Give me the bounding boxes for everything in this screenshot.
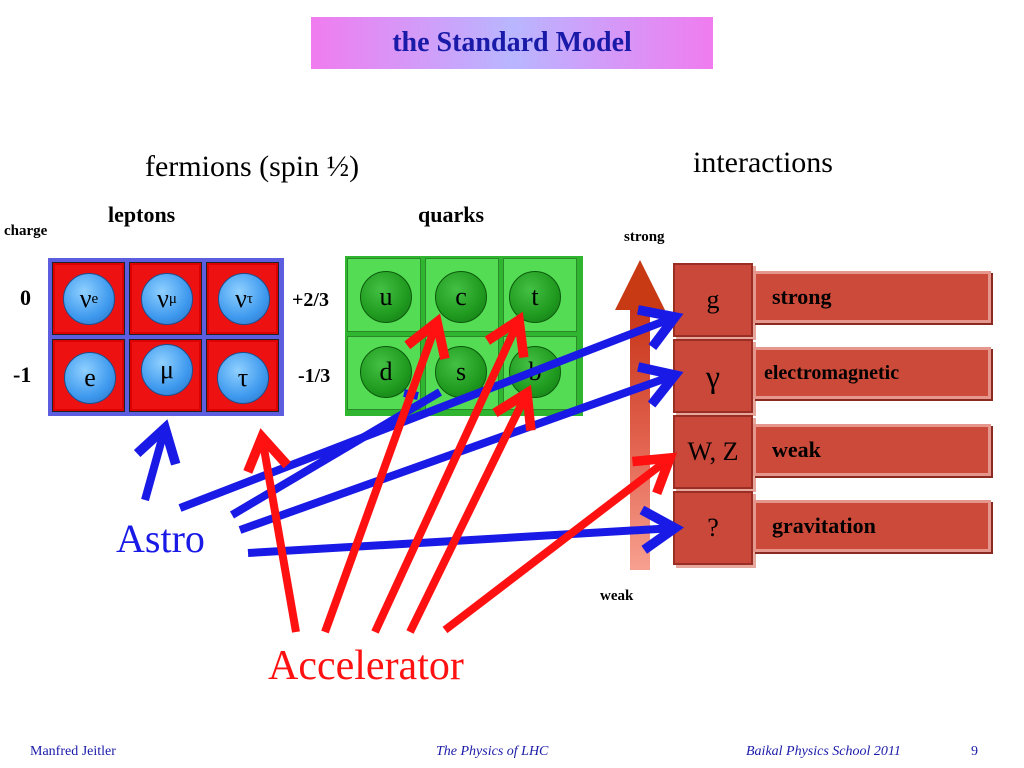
gluon-box: g — [673, 263, 753, 337]
lepton-charge-negative: -1 — [13, 362, 32, 387]
leptons-label: leptons — [108, 202, 176, 227]
quark-charge-up: +2/3 — [292, 289, 329, 311]
charge-label: charge — [4, 223, 48, 239]
scale-strong-label: strong — [624, 229, 665, 245]
down-quark: d — [360, 346, 412, 398]
accelerator-arrow-weak — [442, 452, 678, 634]
w-z-boson-box: W, Z — [673, 415, 753, 489]
graviton-box: ? — [673, 491, 753, 565]
quark-charge-down: -1/3 — [298, 365, 331, 387]
lepton-cell: μ — [129, 339, 202, 412]
accelerator-arrow-top — [371, 311, 529, 634]
lepton-cell: e — [52, 339, 125, 412]
astro-arrow-muon — [133, 419, 181, 502]
quark-cell: u — [347, 258, 421, 332]
interactions-heading: interactions — [693, 146, 833, 179]
accelerator-arrow-charm — [321, 313, 450, 634]
footer-author: Manfred Jeitler — [30, 744, 116, 759]
accelerator-label: Accelerator — [268, 643, 464, 689]
slide-title: the Standard Model — [392, 27, 632, 58]
accelerator-arrow-bottom — [406, 384, 536, 634]
astro-label: Astro — [116, 516, 205, 561]
muon: μ — [141, 344, 193, 396]
page-number: 9 — [971, 744, 978, 759]
force-gravitation: gravitation — [753, 500, 991, 552]
tau: τ — [217, 352, 269, 404]
accelerator-arrow-tau — [243, 428, 300, 633]
footer-course: The Physics of LHC — [436, 744, 549, 759]
astro-arrow-gravitation — [247, 505, 685, 557]
lepton-charge-neutral: 0 — [20, 285, 31, 310]
title-banner: the Standard Model — [311, 17, 713, 69]
electron: e — [64, 352, 116, 404]
force-strong: strong — [753, 271, 991, 323]
force-weak: weak — [753, 424, 991, 476]
astro-arrow-gluon — [178, 305, 684, 512]
footer-event: Baikal Physics School 2011 — [746, 744, 901, 759]
force-electromagnetic: electromagnetic — [753, 347, 991, 399]
lepton-cell: τ — [206, 339, 279, 412]
quarks-label: quarks — [418, 202, 485, 227]
up-quark: u — [360, 271, 412, 323]
fermions-heading: fermions (spin ½) — [145, 150, 360, 183]
scale-weak-label: weak — [600, 588, 634, 604]
